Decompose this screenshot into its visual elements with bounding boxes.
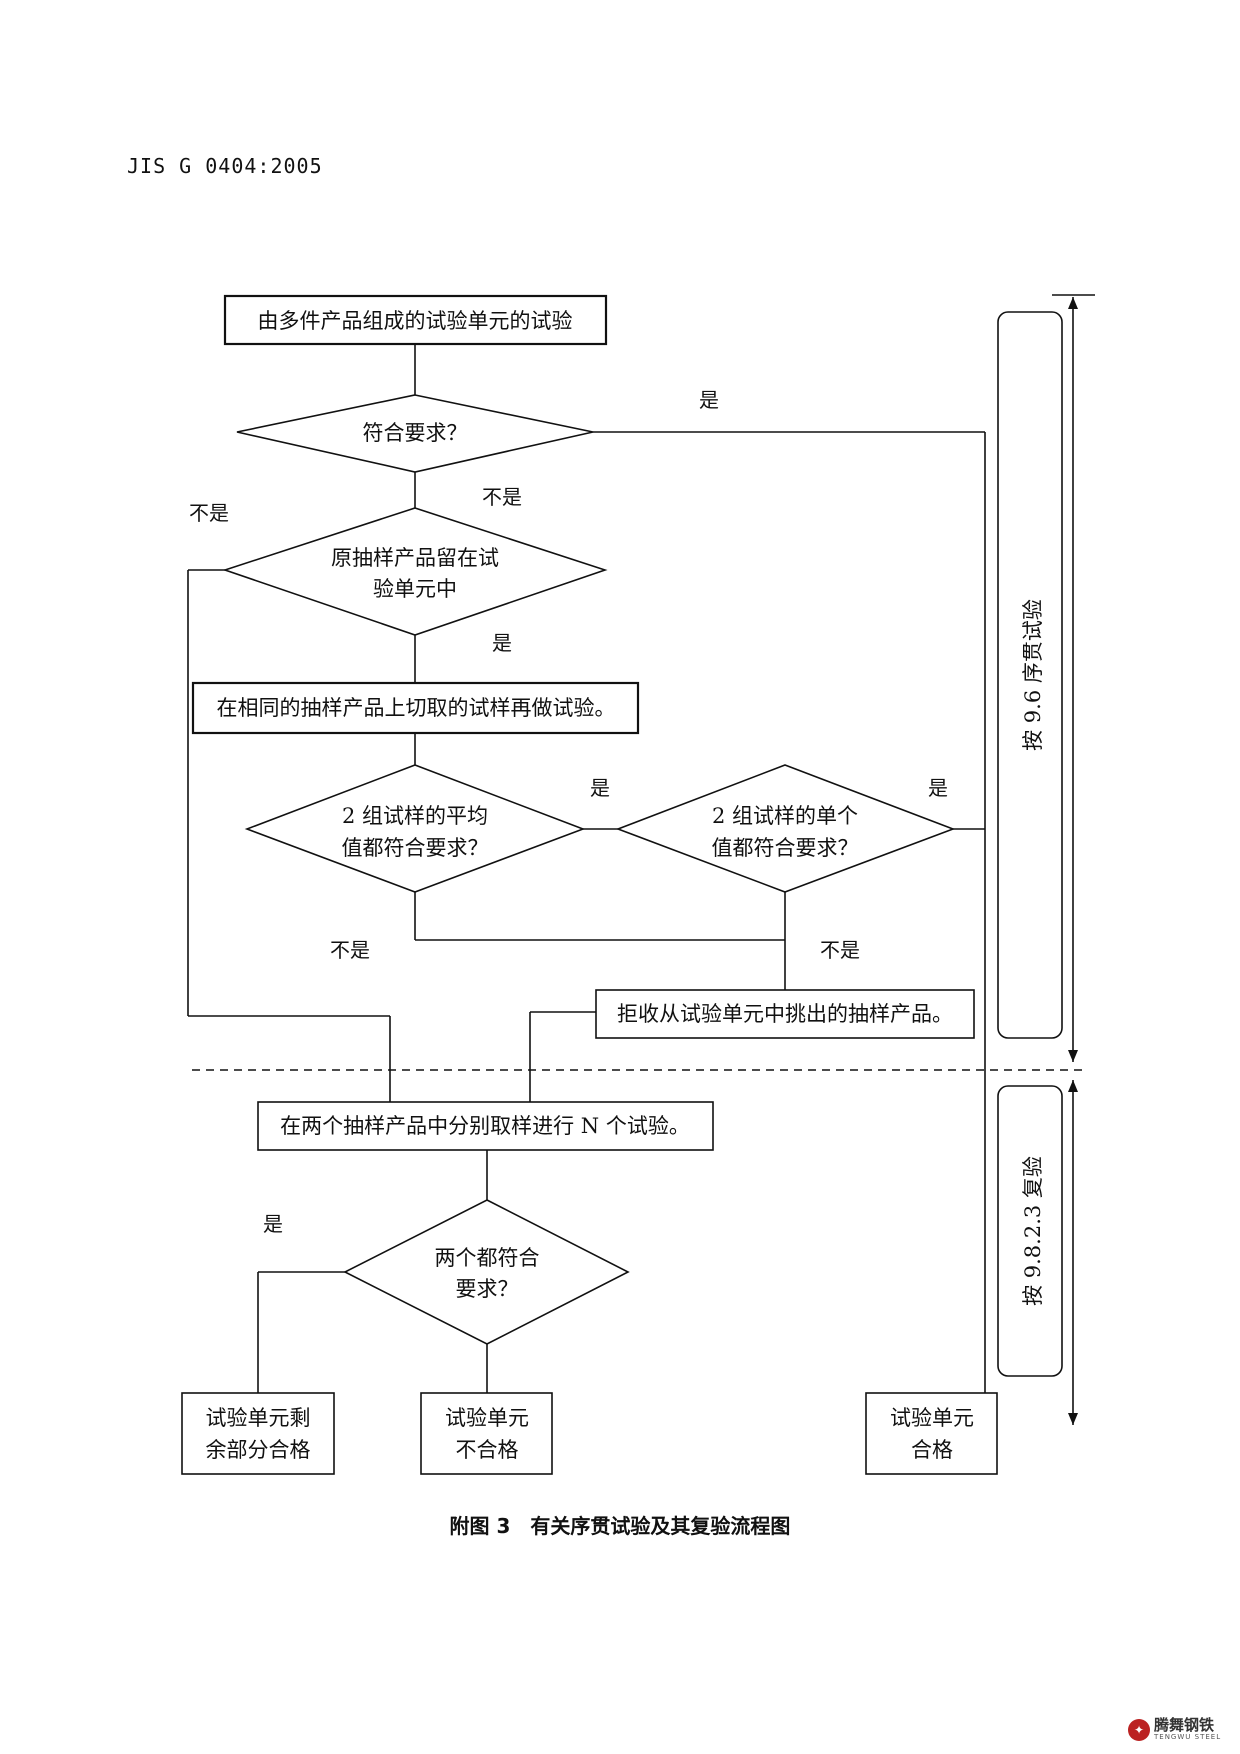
retest-box: 在相同的抽样产品上切取的试样再做试验。 (191, 681, 640, 735)
end1-line1: 试验单元剩 (206, 1406, 311, 1430)
decision5-line2: 要求？ (456, 1277, 519, 1301)
end2-line1: 试验单元 (445, 1406, 529, 1430)
end-unit-fail: 试验单元 不合格 (420, 1392, 553, 1475)
logo-name: 腾舞钢铁 (1154, 1716, 1215, 1734)
brand-logo: ✦ 腾舞钢铁 TENGWU STEEL (1128, 1718, 1221, 1741)
label-yes-2: 是 (492, 631, 512, 655)
side-bracket-sequential: 按 9.6 序贯试验 (997, 311, 1063, 1039)
end-remainder-pass: 试验单元剩 余部分合格 (181, 1392, 335, 1475)
decision4-line1: 2 组试样的单个 (712, 804, 858, 828)
decision-sample-remains: 原抽样产品留在试 验单元中 (222, 507, 608, 636)
decision-meets-requirements: 符合要求？ (236, 394, 594, 473)
document-code: JIS G 0404:2005 (127, 154, 323, 178)
end3-line1: 试验单元 (890, 1406, 974, 1430)
end-unit-pass: 试验单元 合格 (865, 1392, 998, 1475)
end1-line2: 余部分合格 (206, 1438, 311, 1462)
side2-text: 按 9.8.2.3 复验 (1021, 1156, 1045, 1306)
side1-text: 按 9.6 序贯试验 (1021, 599, 1045, 751)
label-yes-1: 是 (699, 388, 719, 412)
label-no-3: 不是 (330, 938, 370, 962)
decision3-line1: 2 组试样的平均 (342, 804, 488, 828)
branch-labels: 是 不是 不是 是 是 是 不是 不是 是 (189, 388, 948, 1236)
end3-line2: 合格 (911, 1438, 953, 1462)
decision2-line2: 验单元中 (373, 577, 457, 601)
process2-text: 拒收从试验单元中挑出的抽样产品。 (617, 1002, 953, 1026)
decision3-line2: 值都符合要求？ (342, 836, 489, 860)
decision2-line1: 原抽样产品留在试 (331, 546, 499, 570)
logo-mark-icon: ✦ (1128, 1718, 1150, 1741)
start-box: 由多件产品组成的试验单元的试验 (223, 294, 608, 346)
label-no-2: 不是 (189, 501, 229, 525)
end2-line2: 不合格 (456, 1438, 519, 1462)
label-yes-5: 是 (263, 1212, 283, 1236)
figure-caption: 附图 3 有关序贯试验及其复验流程图 (449, 1514, 791, 1538)
start-text: 由多件产品组成的试验单元的试验 (258, 309, 573, 333)
reject-samples-box: 拒收从试验单元中挑出的抽样产品。 (595, 989, 975, 1039)
label-yes-4: 是 (928, 776, 948, 800)
label-yes-3: 是 (590, 776, 610, 800)
decision4-line2: 值都符合要求？ (712, 836, 859, 860)
label-no-4: 不是 (820, 938, 860, 962)
decision-individual-values: 2 组试样的单个 值都符合要求？ (615, 764, 956, 893)
label-no-1: 不是 (482, 485, 522, 509)
decision1-text: 符合要求？ (363, 421, 468, 445)
decision-average-values: 2 组试样的平均 值都符合要求？ (244, 764, 586, 893)
decision5-line1: 两个都符合 (435, 1246, 540, 1270)
process3-text: 在两个抽样产品中分别取样进行 N 个试验。 (280, 1114, 690, 1138)
logo-subtitle: TENGWU STEEL (1154, 1733, 1222, 1741)
scope-arrows (1052, 294, 1095, 1425)
connectors (187, 345, 986, 1395)
process1-text: 在相同的抽样产品上切取的试样再做试验。 (217, 696, 616, 720)
n-tests-box: 在两个抽样产品中分别取样进行 N 个试验。 (257, 1101, 714, 1151)
decision-both-meet: 两个都符合 要求？ (343, 1199, 630, 1345)
side-bracket-retest: 按 9.8.2.3 复验 (997, 1085, 1063, 1377)
